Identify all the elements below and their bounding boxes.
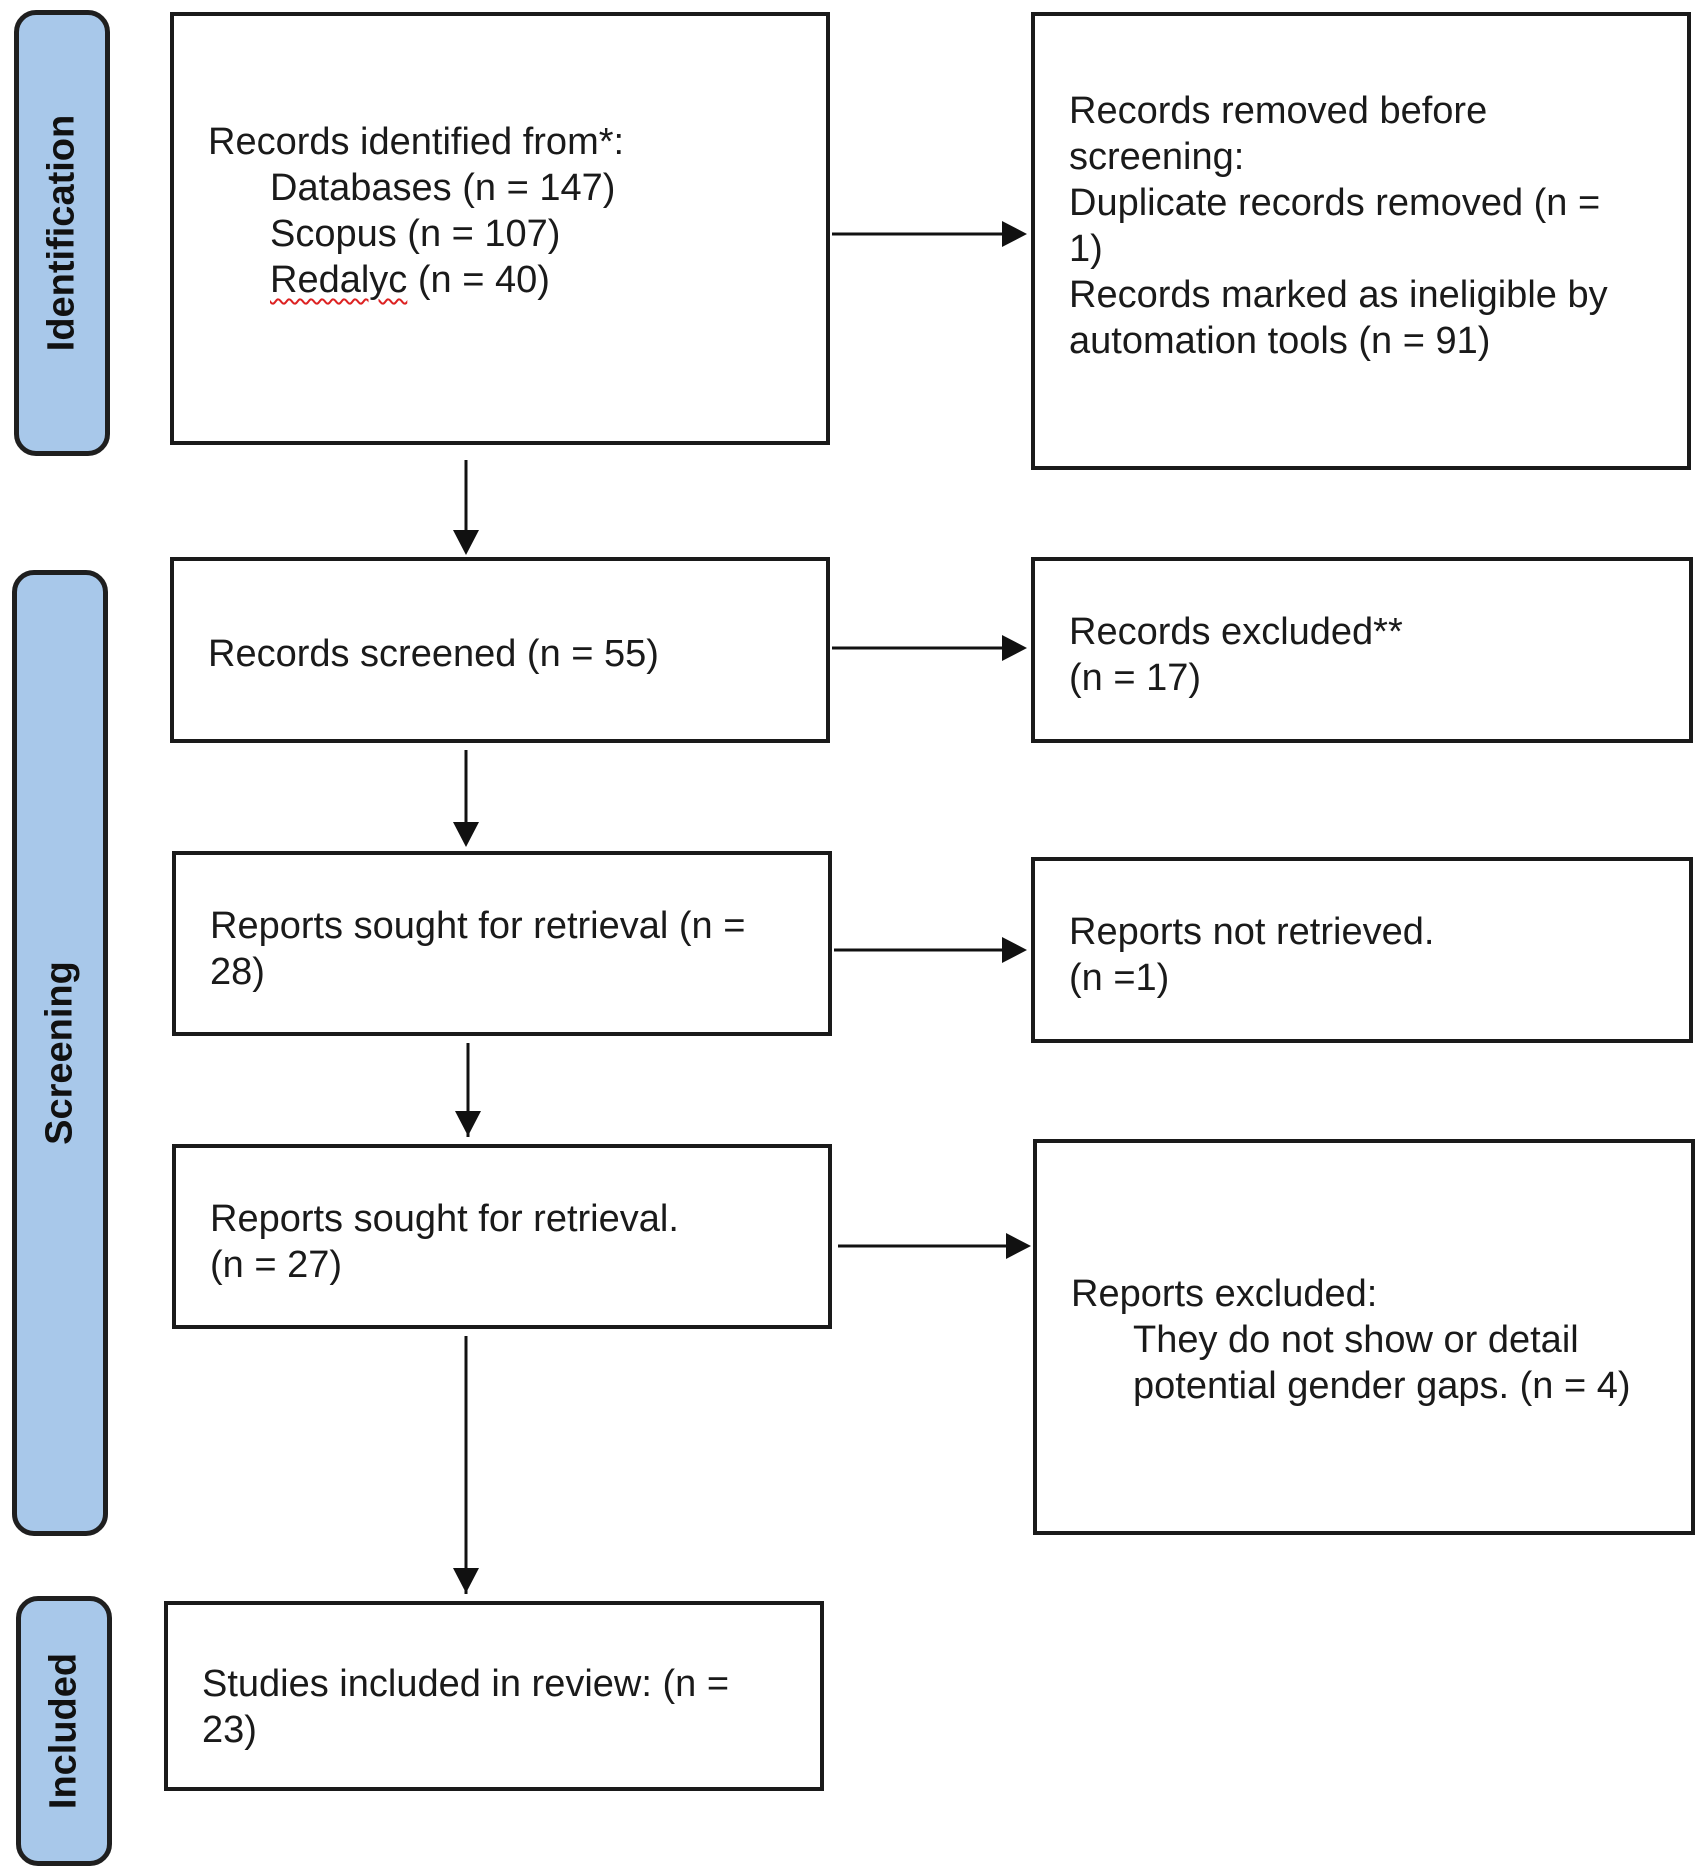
arrowhead-right-1 xyxy=(1002,221,1027,247)
phase-screening: Screening xyxy=(12,570,108,1536)
arrowhead-down-4 xyxy=(453,1568,479,1593)
arrowhead-right-3 xyxy=(1002,937,1027,963)
records-excluded-count: (n = 17) xyxy=(1069,657,1202,699)
reports-excluded-title: Reports excluded: xyxy=(1071,1273,1378,1315)
records-removed-box: Records removed before screening: Duplic… xyxy=(1031,12,1691,470)
records-excluded-box: Records excluded** (n = 17) xyxy=(1031,557,1693,743)
duplicate-records-line2: 1) xyxy=(1069,228,1103,270)
reports-excluded-box: Reports excluded: They do not show or de… xyxy=(1033,1139,1695,1535)
databases-count: Databases (n = 147) xyxy=(270,167,616,209)
reports-not-retrieved-label: Reports not retrieved. xyxy=(1069,911,1435,953)
studies-included-line1: Studies included in review: (n = xyxy=(202,1663,730,1705)
ineligible-records-line2: automation tools (n = 91) xyxy=(1069,320,1491,362)
arrowhead-right-4 xyxy=(1006,1233,1031,1259)
records-identified-box: Records identified from*: Databases (n =… xyxy=(170,12,830,445)
reports-assessed-count: (n = 27) xyxy=(210,1244,343,1286)
phase-identification: Identification xyxy=(14,10,110,456)
reports-excluded-reason-line2: potential gender gaps. (n = 4) xyxy=(1133,1365,1631,1407)
reports-sought-box: Reports sought for retrieval (n = 28) xyxy=(172,851,832,1036)
reports-excluded-reason-line1: They do not show or detail xyxy=(1133,1319,1579,1361)
arrowhead-right-2 xyxy=(1002,635,1027,661)
records-screened-text: Records screened (n = 55) xyxy=(208,633,659,675)
records-removed-line1: Records removed before xyxy=(1069,90,1488,132)
reports-sought-line1: Reports sought for retrieval (n = xyxy=(210,905,746,947)
arrowhead-down-2 xyxy=(453,822,479,847)
phase-included: Included xyxy=(16,1596,112,1866)
reports-assessed-box: Reports sought for retrieval. (n = 27) xyxy=(172,1144,832,1329)
records-removed-line2: screening: xyxy=(1069,136,1245,178)
arrowhead-down-3 xyxy=(455,1111,481,1136)
records-identified-title: Records identified from*: xyxy=(208,121,625,163)
redalyc-count: Redalyc (n = 40) xyxy=(208,257,826,303)
records-screened-box: Records screened (n = 55) xyxy=(170,557,830,743)
ineligible-records-line1: Records marked as ineligible by xyxy=(1069,274,1608,316)
arrowhead-down-1 xyxy=(453,530,479,555)
studies-included-line2: 23) xyxy=(202,1709,257,1751)
reports-assessed-label: Reports sought for retrieval. xyxy=(210,1198,679,1240)
reports-not-retrieved-box: Reports not retrieved. (n =1) xyxy=(1031,857,1693,1043)
duplicate-records-line1: Duplicate records removed (n = xyxy=(1069,182,1601,224)
reports-sought-line2: 28) xyxy=(210,951,265,993)
redalyc-name: Redalyc xyxy=(270,259,408,301)
reports-not-retrieved-count: (n =1) xyxy=(1069,957,1170,999)
scopus-count: Scopus (n = 107) xyxy=(270,213,561,255)
redalyc-n: (n = 40) xyxy=(407,259,550,301)
records-excluded-label: Records excluded** xyxy=(1069,611,1403,653)
studies-included-box: Studies included in review: (n = 23) xyxy=(164,1601,824,1791)
